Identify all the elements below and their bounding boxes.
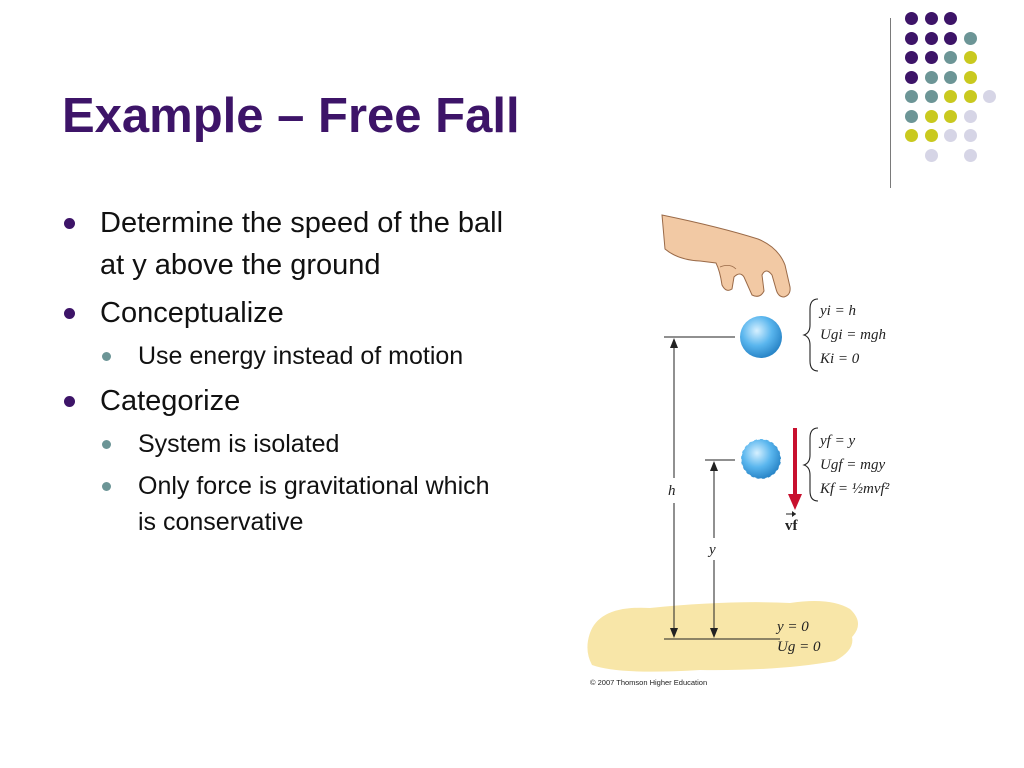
bullet-text: Determine the speed of the ball at y abo… [100, 207, 504, 281]
decorative-dot-icon [983, 90, 996, 103]
decorative-dot-icon [905, 12, 918, 25]
final-label-k: Kf = ½mvf² [819, 481, 890, 497]
sub-bullet-text: Only force is gravitational which is con… [138, 472, 490, 536]
decorative-dot-icon [924, 90, 938, 103]
sub-bullet-dot-icon [102, 352, 111, 361]
bullet-list: Determine the speed of the ball at y abo… [64, 202, 504, 542]
decorative-dot-icon [924, 109, 938, 123]
decorative-dot-icon [963, 31, 977, 45]
decorative-dot-icon [905, 51, 918, 64]
decorative-dot-icon [905, 31, 918, 45]
slide-title: Example – Free Fall [62, 89, 520, 143]
initial-label-k: Ki = 0 [819, 351, 860, 367]
decorative-dot-icon [905, 129, 918, 142]
sub-bullet-dot-icon [102, 482, 111, 491]
decorative-dot-icon [924, 70, 938, 84]
decorative-dot-icon [924, 12, 938, 25]
bullet-text: Categorize [100, 385, 241, 417]
decorative-dot-icon [963, 109, 977, 123]
sub-bullet-item: Use energy instead of motion [100, 338, 504, 374]
copyright-text: © 2007 Thomson Higher Education [590, 678, 707, 687]
y-label: y [707, 542, 716, 558]
velocity-label: vf [785, 518, 799, 534]
decorative-dot-icon [944, 109, 957, 123]
decorative-divider [890, 18, 891, 188]
ball-initial-icon [740, 316, 782, 358]
bullet-dot-icon [64, 396, 75, 407]
initial-label-u: Ugi = mgh [820, 327, 886, 343]
free-fall-diagram: yi = h Ugi = mgh Ki = 0 yf = y Ugf = mgy… [587, 214, 890, 687]
sub-bullet-list: Use energy instead of motion [100, 338, 504, 374]
decorative-dot-icon [963, 90, 977, 103]
decorative-dot-icon [944, 12, 957, 25]
ground-shape [587, 601, 859, 672]
sub-bullet-list: System is isolated Only force is gravita… [100, 426, 504, 540]
decorative-dot-icon [944, 31, 957, 45]
sub-bullet-text: System is isolated [138, 430, 340, 458]
decorative-dot-icon [924, 148, 938, 162]
bullet-dot-icon [64, 308, 75, 319]
final-label-u: Ugf = mgy [820, 457, 885, 473]
decorative-dot-icon [963, 129, 977, 142]
decorative-dot-icon [924, 31, 938, 45]
initial-label-y: yi = h [818, 303, 856, 319]
bullet-item: Determine the speed of the ball at y abo… [64, 202, 504, 286]
decorative-dot-icon [944, 51, 957, 64]
height-label: h [668, 483, 676, 499]
sub-bullet-item: System is isolated [100, 426, 504, 462]
decorative-dot-grid [905, 12, 996, 167]
hand-icon [661, 214, 791, 298]
decorative-dot-icon [905, 90, 918, 103]
decorative-dot-icon [944, 129, 957, 142]
decorative-dot-icon [944, 70, 957, 84]
final-label-y: yf = y [818, 433, 855, 449]
ground-label-y: y = 0 [775, 619, 809, 635]
decorative-dot-icon [905, 70, 918, 84]
free-fall-figure: yi = h Ugi = mgh Ki = 0 yf = y Ugf = mgy… [580, 205, 920, 695]
decorative-dot-icon [963, 148, 977, 162]
sub-bullet-dot-icon [102, 440, 111, 449]
decorative-dot-icon [924, 129, 938, 142]
bullet-text: Conceptualize [100, 297, 284, 329]
decorative-dot-icon [944, 90, 957, 103]
decorative-dot-icon [963, 70, 977, 84]
decorative-dot-icon [905, 109, 918, 123]
decorative-dot-icon [963, 51, 977, 64]
bullet-item: Conceptualize Use energy instead of moti… [64, 292, 504, 374]
ground-label-u: Ug = 0 [777, 639, 821, 655]
ball-final-icon [740, 438, 782, 480]
sub-bullet-text: Use energy instead of motion [138, 342, 464, 370]
sub-bullet-item: Only force is gravitational which is con… [100, 468, 504, 540]
bullet-dot-icon [64, 218, 75, 229]
decorative-dot-icon [924, 51, 938, 64]
bullet-item: Categorize System is isolated Only force… [64, 380, 504, 540]
